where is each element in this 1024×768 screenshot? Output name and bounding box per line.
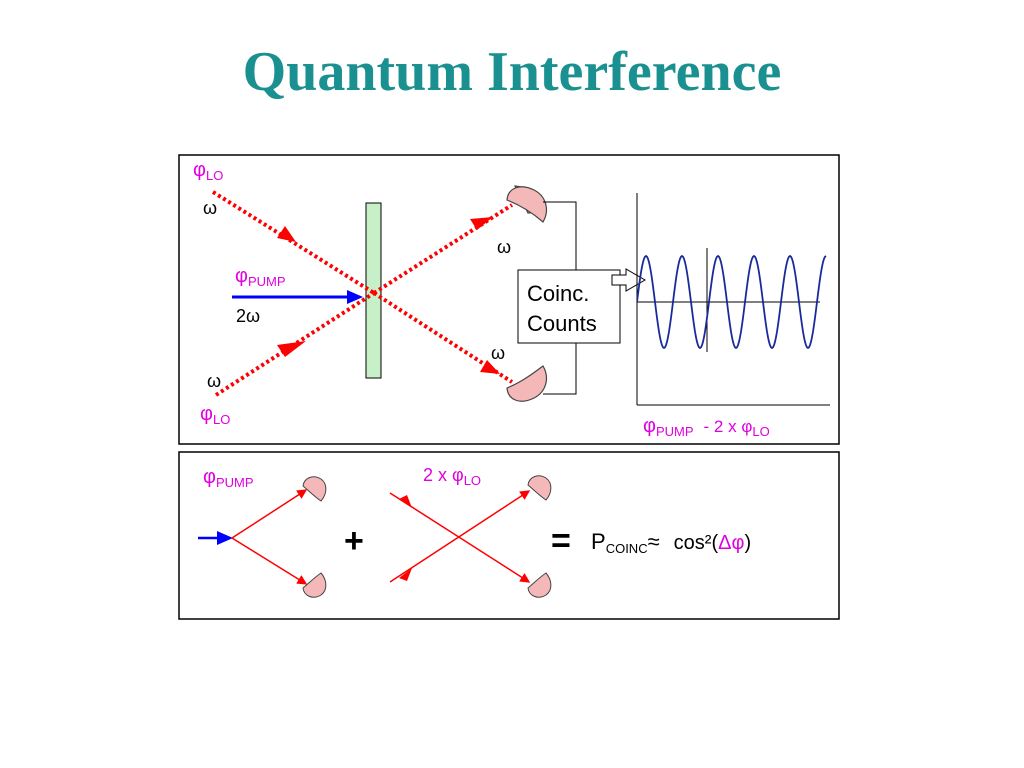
- label-omega-lower-out: ω: [491, 343, 505, 363]
- wire-lower-detector: [543, 343, 577, 395]
- interference-fringe-curve: [637, 254, 827, 350]
- label-omega-upper-out: ω: [497, 237, 511, 257]
- arrowhead-cross-in-upper: [399, 495, 412, 508]
- output-arrow-icon: [611, 268, 646, 292]
- detector-icon: [506, 186, 547, 223]
- detector-icon: [527, 572, 552, 598]
- lo-arrowhead-lower-out: [480, 360, 500, 374]
- label-pump-freq: 2ω: [236, 306, 260, 326]
- downconv-branch-lower: [231, 537, 308, 585]
- lo-beam-lower-in: [214, 291, 376, 397]
- label-omega-bottom-left: ω: [207, 371, 221, 391]
- bottom-panel-frame: [178, 451, 840, 620]
- detector-icon: [302, 572, 327, 598]
- equals-sign: =: [551, 522, 571, 560]
- lo-beam-upper-in: [211, 190, 376, 295]
- wire-upper-detector: [543, 201, 577, 270]
- slide-title: Quantum Interference: [242, 41, 782, 103]
- detector-icon: [527, 475, 552, 501]
- lo-arrowhead-lower-in: [277, 341, 306, 357]
- downconv-branch-upper: [231, 489, 308, 539]
- arrowhead-cross-in-lower: [399, 568, 412, 581]
- cross-beam-down: [389, 492, 531, 583]
- label-phi-lo-bottom: φLO: [200, 403, 230, 427]
- cross-beam-up: [389, 490, 531, 583]
- coinc-counter-box: [517, 269, 621, 344]
- graph-x-axis-label: φPUMP- 2 x φLO: [643, 415, 770, 439]
- detector-icon: [302, 476, 327, 502]
- label-phi-pump: φPUMP: [235, 265, 286, 289]
- coincidence-probability-formula: PCOINC≈cos²(Δφ): [591, 529, 751, 556]
- coinc-label-line1: Coinc.: [527, 281, 589, 306]
- label-phi-pump-bottom: φPUMP: [203, 466, 254, 490]
- label-2x-phi-lo: 2 x φLO: [423, 465, 481, 488]
- plus-sign: +: [344, 522, 364, 560]
- coinc-label-line2: Counts: [527, 311, 597, 336]
- lo-arrowhead-upper-out: [470, 217, 493, 230]
- label-phi-lo-top: φLO: [193, 159, 223, 183]
- detector-icon: [506, 365, 547, 402]
- lo-arrowhead-upper-in: [277, 226, 296, 242]
- label-omega-top-left: ω: [203, 198, 217, 218]
